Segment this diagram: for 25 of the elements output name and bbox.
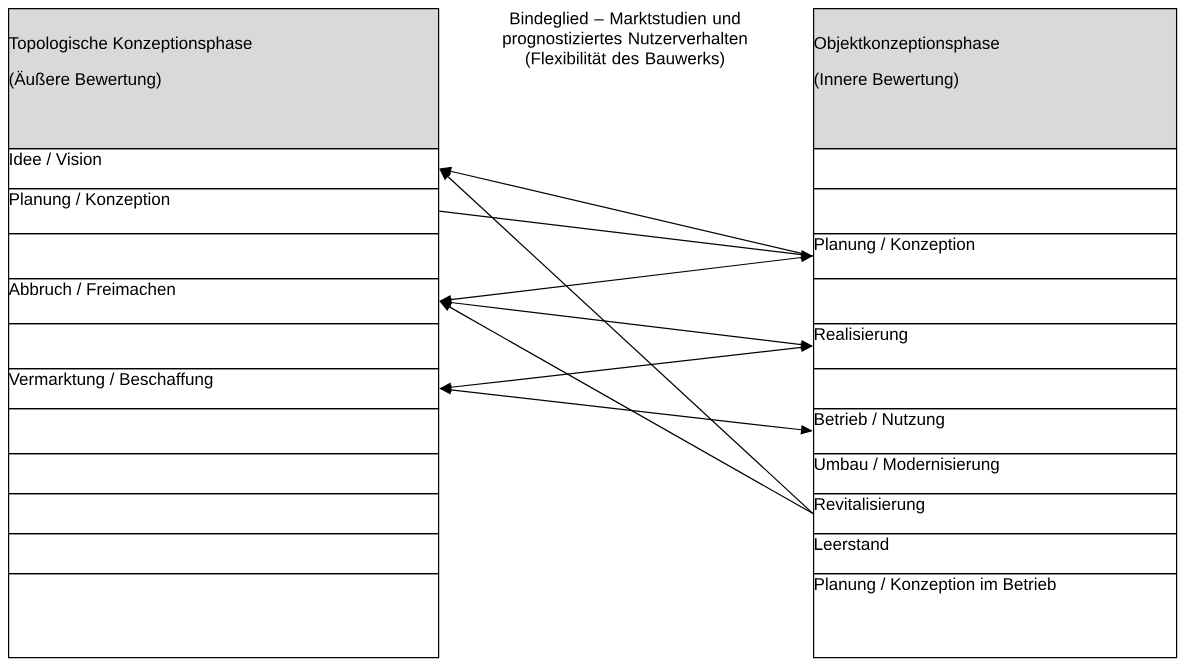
- table-row: Abbruch / Freimachen: [8, 278, 440, 325]
- empty-row: [8, 573, 440, 659]
- table-row: Vermarktung / Beschaffung: [8, 368, 440, 410]
- table-row: Idee / Vision: [8, 148, 440, 190]
- bridge-note: Bindeglied – Marktstudien und prognostiziertes Nutzerverhalten (Flexibilität des Bauwerks): [503, 11, 747, 68]
- empty-row: [8, 408, 440, 455]
- header-box: Topologische Konzeptionsphase (Äußere Bewertung): [8, 8, 440, 150]
- empty-row: [813, 188, 1178, 235]
- empty-row: [813, 368, 1178, 410]
- empty-row: [8, 453, 440, 495]
- table-row: Planung / Konzeption im Betrieb: [813, 573, 1178, 659]
- table-row: Planung / Konzeption: [8, 188, 440, 235]
- empty-row: [8, 493, 440, 535]
- table-row: Realisierung: [813, 323, 1178, 370]
- empty-row: [8, 533, 440, 575]
- table-row: Betrieb / Nutzung: [813, 408, 1178, 455]
- empty-row: [813, 148, 1178, 190]
- empty-row: [813, 278, 1178, 325]
- table-row: Planung / Konzeption: [813, 233, 1178, 280]
- header-box: Objektkonzeptionsphase (Innere Bewertung): [813, 8, 1178, 150]
- table-row: Revitalisierung: [813, 493, 1178, 535]
- empty-row: [8, 323, 440, 370]
- table-row: Umbau / Modernisierung: [813, 453, 1178, 495]
- table-row: Leerstand: [813, 533, 1178, 575]
- empty-row: [8, 233, 440, 280]
